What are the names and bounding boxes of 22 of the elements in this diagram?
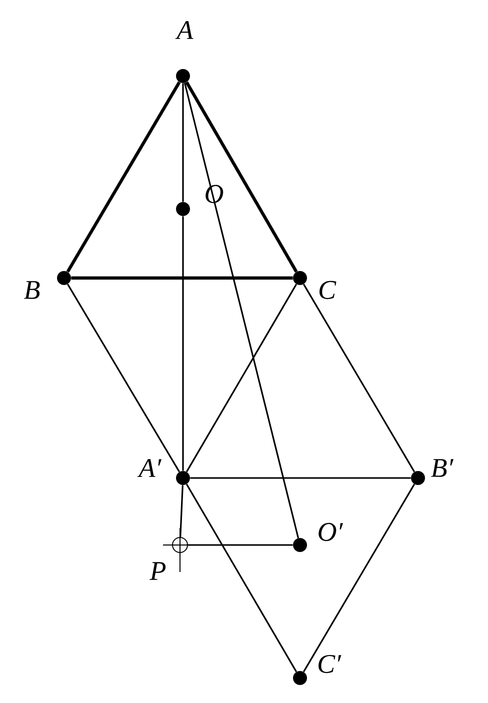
line-segment	[188, 544, 293, 546]
point-label: B′	[431, 459, 454, 477]
point-label: A′	[137, 459, 162, 477]
line-segment	[182, 83, 184, 202]
line-segment	[182, 216, 184, 471]
point-label: A	[175, 21, 194, 39]
line-segment	[180, 485, 184, 538]
point-label: P	[150, 562, 166, 580]
line-segment	[67, 284, 180, 472]
line-segment	[190, 477, 411, 479]
point-label: C′	[318, 654, 342, 674]
line-segment	[186, 484, 298, 672]
line-segment	[71, 276, 293, 280]
line-segment	[302, 484, 416, 672]
point-label: C	[320, 280, 336, 300]
line-segment	[66, 81, 181, 273]
line-segment	[302, 284, 416, 472]
line-segment	[186, 284, 298, 472]
line-segment	[185, 81, 298, 273]
point-label: O′	[318, 522, 344, 542]
line-segment	[184, 82, 300, 538]
point-label: B	[24, 281, 40, 299]
